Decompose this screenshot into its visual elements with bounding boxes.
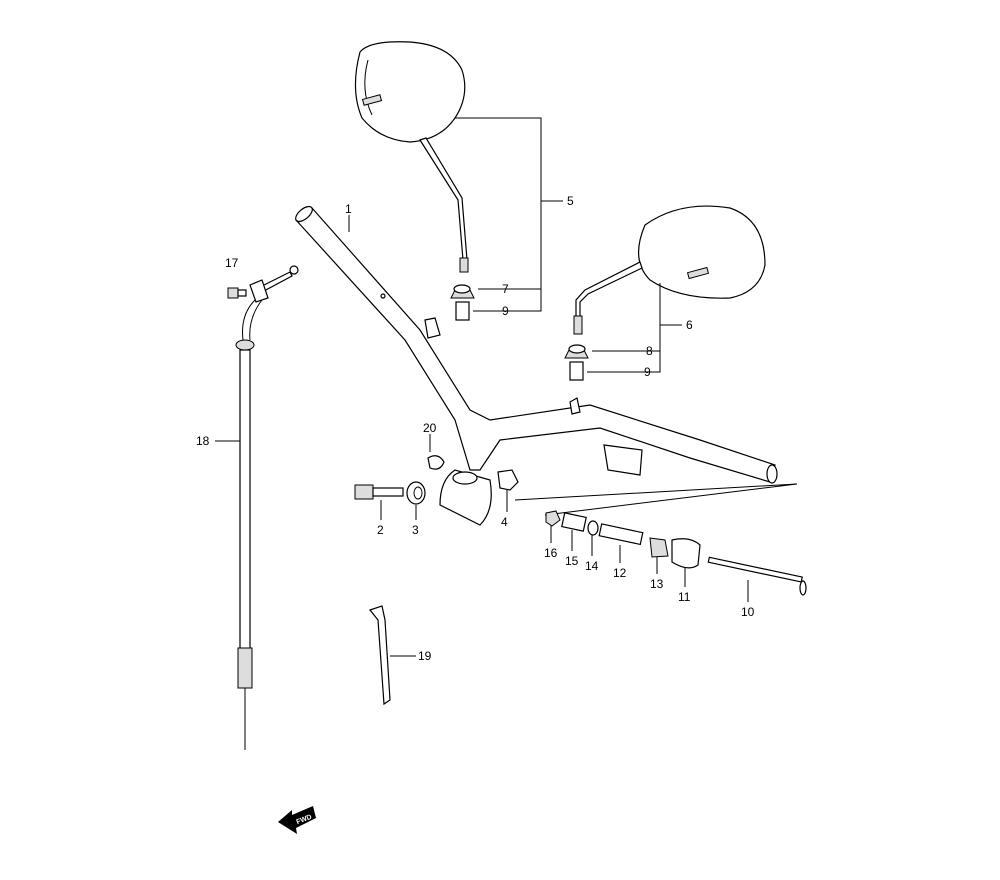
label-2: 2 [377, 523, 384, 537]
label-17: 17 [225, 256, 239, 270]
collar-15 [561, 512, 587, 532]
cable-tie-19 [368, 605, 391, 706]
nut-7 [450, 284, 475, 299]
spacer-9b [569, 361, 584, 381]
label-18: 18 [196, 434, 210, 448]
washer-3 [406, 481, 426, 505]
label-9a: 9 [502, 304, 509, 318]
throttle-cable-18 [235, 265, 299, 750]
label-5: 5 [567, 194, 574, 208]
nut-4 [497, 469, 519, 491]
leader-lines [215, 117, 798, 657]
label-3: 3 [412, 523, 419, 537]
spacer-9a [455, 301, 470, 321]
label-4: 4 [501, 515, 508, 529]
label-12: 12 [613, 566, 627, 580]
label-19: 19 [418, 649, 432, 663]
label-10: 10 [741, 605, 755, 619]
washer-14 [587, 520, 599, 536]
bolt-2 [354, 484, 404, 500]
label-16: 16 [544, 546, 558, 560]
label-7: 7 [502, 282, 509, 296]
label-13: 13 [650, 577, 664, 591]
label-14: 14 [585, 559, 599, 573]
handlebar [295, 205, 778, 526]
weight-12 [598, 523, 644, 546]
balancer-11 [671, 538, 701, 569]
label-8: 8 [646, 344, 653, 358]
mirror-right [573, 205, 766, 335]
label-11: 11 [678, 590, 691, 604]
label-15: 15 [565, 554, 579, 568]
nut-8 [564, 344, 589, 359]
label-6: 6 [686, 318, 693, 332]
fwd-arrow: FWD [278, 806, 316, 834]
mirror-left [354, 41, 469, 273]
nut-16 [545, 510, 561, 527]
bolt-17 [227, 287, 247, 299]
rubber-13 [649, 537, 669, 558]
label-20: 20 [423, 421, 437, 435]
clip-20 [427, 455, 445, 470]
label-1: 1 [345, 202, 352, 216]
screw-10 [707, 556, 807, 596]
label-9b: 9 [644, 365, 651, 379]
